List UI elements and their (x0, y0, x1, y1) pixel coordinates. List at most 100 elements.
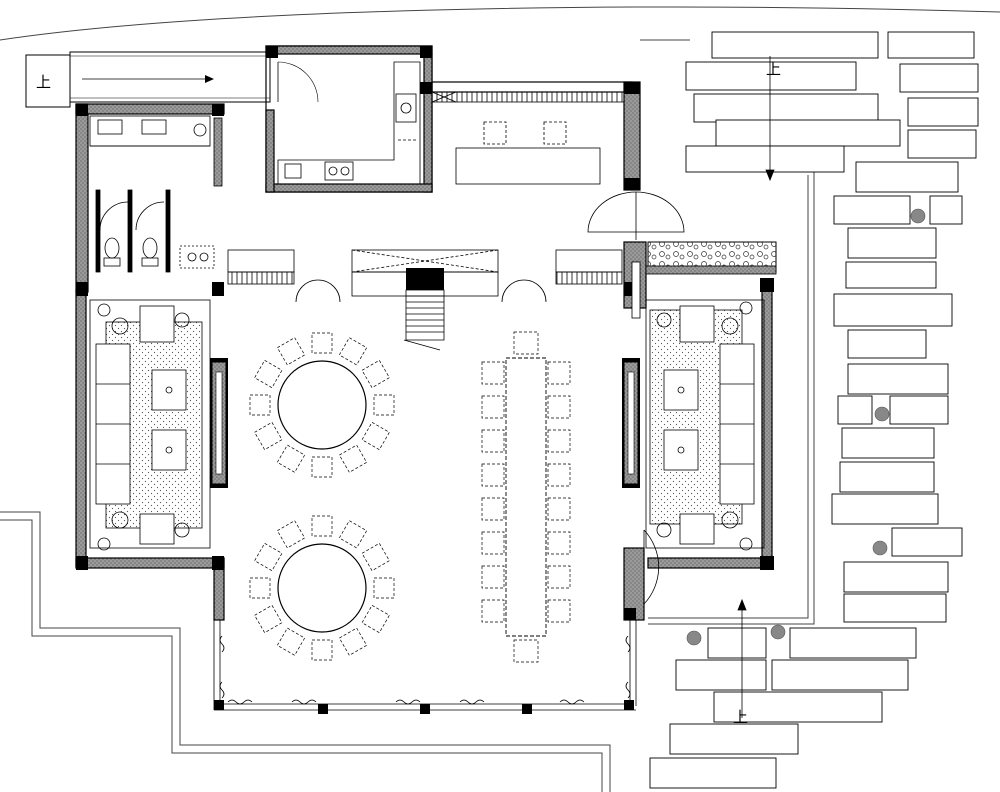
round-dining-tables (249, 332, 395, 661)
kitchen (277, 61, 421, 185)
dining-chair (547, 497, 571, 521)
long-banquet-table (481, 331, 571, 663)
dining-chair (361, 421, 390, 451)
dining-chair (547, 565, 571, 589)
dining-chair (276, 444, 306, 473)
stepping-stone (771, 659, 909, 691)
dining-chair (254, 604, 283, 634)
dining-chair (513, 639, 539, 663)
stepping-stone (693, 93, 879, 123)
dining-chair (373, 394, 395, 416)
round-table (249, 515, 395, 661)
dining-chair (249, 394, 271, 416)
stepping-stone (833, 195, 911, 225)
stepping-stone (711, 31, 879, 59)
dining-chair (481, 599, 505, 623)
dining-chair (254, 359, 283, 389)
stepping-stone (847, 227, 937, 259)
stepping-stone (715, 119, 901, 147)
dining-chair (361, 542, 390, 572)
stepping-stone (845, 261, 937, 289)
stepping-stone (855, 161, 959, 193)
restrooms (89, 115, 223, 273)
dining-chair (481, 531, 505, 555)
dining-chair (311, 332, 333, 354)
stepping-stone (837, 395, 873, 425)
banquet-table-top (505, 357, 547, 637)
dining-chair (254, 421, 283, 451)
dining-chair (481, 361, 505, 385)
garden-stepping-stones (649, 31, 979, 789)
dining-chair (481, 429, 505, 453)
shrub-icon (770, 624, 786, 640)
stepping-stone (649, 757, 777, 789)
stepping-stone (887, 31, 975, 59)
stepping-stone (891, 527, 963, 557)
stepping-stone (929, 195, 963, 225)
dining-chair (249, 577, 271, 599)
exterior-walls (75, 45, 773, 621)
stair-up-label-garden-bottom: 上 (733, 708, 748, 726)
dining-chair (513, 331, 539, 355)
stepping-stone (907, 129, 977, 159)
lounge-left (89, 299, 211, 551)
shrub-icon (874, 406, 890, 422)
stair-up-label-entry: 上 (36, 73, 51, 91)
stepping-stone (899, 63, 979, 93)
dining-chair (311, 515, 333, 537)
dining-chair (338, 444, 368, 473)
dining-chair (254, 542, 283, 572)
stepping-stone (669, 723, 799, 755)
site-boundary (0, 6, 1000, 792)
stepping-stone (907, 97, 979, 127)
dining-chair (481, 565, 505, 589)
dining-chair (361, 604, 390, 634)
stepping-stone (839, 461, 935, 493)
stepping-stone (841, 427, 935, 459)
round-table (249, 332, 395, 478)
stepping-stone (843, 561, 949, 593)
dining-chair (547, 395, 571, 419)
dining-chair (481, 463, 505, 487)
stepping-stone (789, 627, 917, 659)
dining-chair (547, 531, 571, 555)
stepping-stone (843, 593, 947, 623)
dining-chair (547, 463, 571, 487)
stepping-stone (847, 329, 927, 359)
shrub-icon (686, 630, 702, 646)
dining-chair (547, 429, 571, 453)
dining-chair (276, 627, 306, 656)
dining-chair (311, 456, 333, 478)
stepping-stone (707, 627, 767, 659)
stepping-stone (833, 293, 953, 327)
stepping-stone (675, 659, 767, 691)
corridor-railings (227, 91, 623, 351)
stepping-stone (685, 145, 845, 173)
window-wall (213, 261, 660, 711)
shrub-icon (910, 208, 926, 224)
dining-chair (276, 337, 306, 366)
stepping-stone (847, 363, 949, 395)
dining-chair (361, 359, 390, 389)
stepping-stone (685, 61, 857, 91)
dining-chair (338, 627, 368, 656)
stair-up-label-garden-top: 上 (766, 60, 781, 78)
dining-chair (547, 599, 571, 623)
entry-stair: 上 (25, 51, 271, 108)
dining-chair (311, 639, 333, 661)
dining-chair (481, 395, 505, 419)
garden-stair-arrows (737, 56, 775, 718)
lounge-right (645, 299, 765, 551)
dining-chair (338, 520, 368, 549)
dining-chair (481, 497, 505, 521)
feature-walls (211, 361, 639, 485)
dining-chair (276, 520, 306, 549)
stepping-stone (889, 395, 949, 425)
dining-chair (373, 577, 395, 599)
dining-chair (547, 361, 571, 385)
bar-area (431, 91, 685, 240)
shrub-icon (872, 540, 888, 556)
dining-chair (338, 337, 368, 366)
stepping-stone (831, 493, 939, 525)
